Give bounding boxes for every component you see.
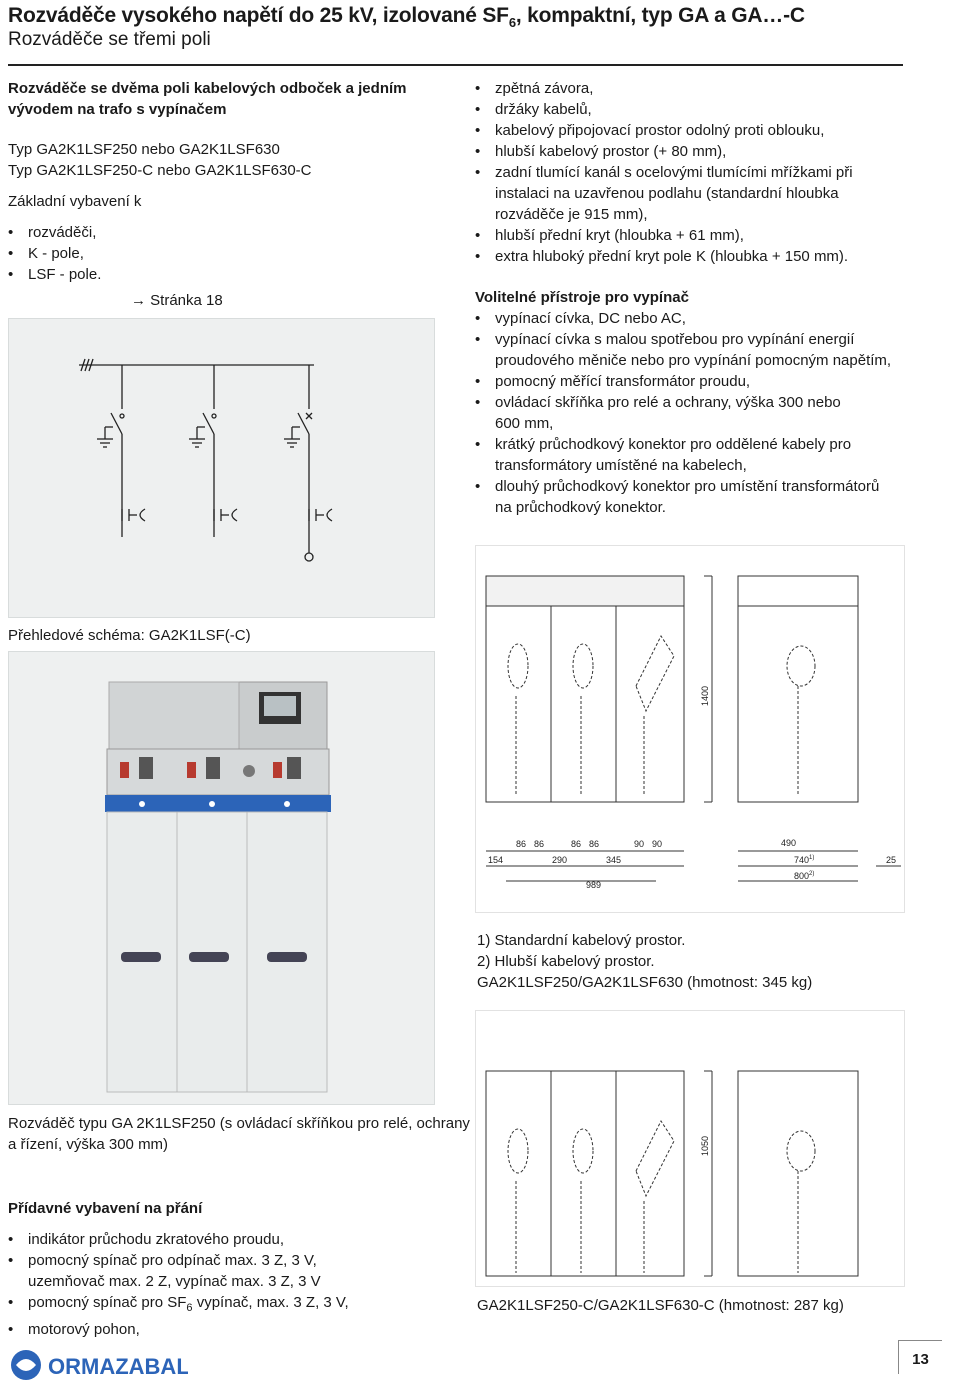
list-item: krátký průchodkový konektor pro oddělené… (475, 434, 891, 476)
ormazabal-logo: ORMAZABAL (11, 1350, 190, 1380)
dimension-label: 86 (589, 839, 599, 849)
dimension-label: 154 (488, 855, 503, 865)
page-subtitle: Rozváděče se třemi poli (8, 29, 211, 50)
extra-equipment-section: Přídavné vybavení na přání indikátor prů… (8, 1198, 349, 1340)
type-line-1: Typ GA2K1LSF250 nebo GA2K1LSF630 (8, 141, 280, 158)
note-1: 1) Standardní kabelový prostor. (477, 932, 686, 949)
drawing-notes: 1) Standardní kabelový prostor. 2) Hlubš… (477, 930, 812, 993)
dimension-label: 345 (606, 855, 621, 865)
list-item: vypínací cívka, DC nebo AC, (475, 308, 891, 329)
list-item: K - pole, (8, 243, 406, 264)
drawing-1-panel: 86 86 86 86 90 90 154 290 345 989 490 74… (475, 545, 905, 913)
dimension-drawing-2: 1050 (485, 1070, 859, 1277)
section-heading: Rozváděče se dvěma poli kabelových odboč… (8, 80, 407, 97)
list-item: hlubší přední kryt (hloubka + 61 mm), (475, 225, 891, 246)
list-item: LSF - pole. (8, 264, 406, 285)
photo-caption-line1: Rozváděč typu GA 2K1LSF250 (s ovládací s… (8, 1115, 470, 1132)
dimension-label: 86 (516, 839, 526, 849)
dimension-label: 90 (652, 839, 662, 849)
list-item: extra hluboký přední kryt pole K (hloubk… (475, 246, 891, 267)
list-item: zpětná závora, (475, 78, 891, 99)
schematic-panel (8, 318, 435, 618)
header-rule (8, 64, 903, 66)
list-item: dlouhý průchodkový konektor pro umístění… (475, 476, 891, 518)
dimension-label: 8002) (794, 871, 814, 881)
dimension-label: 290 (552, 855, 567, 865)
dimension-label: 86 (534, 839, 544, 849)
dimension-label: 989 (586, 880, 601, 890)
list-item: hlubší kabelový prostor (+ 80 mm), (475, 141, 891, 162)
feature-list: zpětná závora, držáky kabelů, kabelový p… (475, 78, 891, 267)
dimension-label: 25 (886, 855, 896, 865)
photo-caption-line2: a řízení, výška 300 mm) (8, 1136, 169, 1153)
optional-list: vypínací cívka, DC nebo AC, vypínací cív… (475, 308, 891, 518)
dimension-label: 1400 (700, 686, 710, 706)
list-item: držáky kabelů, (475, 99, 891, 120)
single-line-schematic (79, 358, 333, 562)
list-item: kabelový připojovací prostor odolný prot… (475, 120, 891, 141)
basic-list: rozváděči, K - pole, LSF - pole. (8, 222, 406, 285)
right-list-top: zpětná závora, držáky kabelů, kabelový p… (475, 78, 891, 518)
list-item: indikátor průchodu zkratového proudu, (8, 1229, 349, 1250)
list-item: zadní tlumící kanál s ocelovými tlumícím… (475, 162, 891, 225)
switchgear-photo (105, 681, 331, 1093)
photo-panel (8, 651, 435, 1105)
left-intro: Rozváděče se dvěma poli kabelových odboč… (8, 78, 406, 285)
drawing-1-caption: GA2K1LSF250/GA2K1LSF630 (hmotnost: 345 k… (477, 974, 813, 991)
list-item: pomocný spínač pro odpínač max. 3 Z, 3 V… (8, 1250, 349, 1292)
drawing-2-panel: 1050 (475, 1010, 905, 1287)
extra-heading: Přídavné vybavení na přání (8, 1200, 203, 1217)
dimension-label: 1050 (700, 1136, 710, 1156)
page-reference: → Stránka 18 (131, 292, 223, 309)
drawing-2-caption: GA2K1LSF250-C/GA2K1LSF630-C (hmotnost: 2… (477, 1297, 844, 1314)
list-item: motorový pohon, (8, 1319, 349, 1340)
list-item: rozváděči, (8, 222, 406, 243)
optional-heading: Volitelné přístroje pro vypínač (475, 289, 689, 306)
dimension-label: 490 (781, 838, 796, 848)
svg-text:ORMAZABAL: ORMAZABAL (48, 1354, 188, 1379)
dimension-label: 90 (634, 839, 644, 849)
page-title: Rozváděče vysokého napětí do 25 kV, izol… (8, 4, 805, 31)
list-item: pomocný spínač pro SF6 vypínač, max. 3 Z… (8, 1292, 349, 1319)
note-2: 2) Hlubší kabelový prostor. (477, 953, 655, 970)
section-heading-line2: vývodem na trafo s vypínačem (8, 101, 227, 118)
schematic-caption: Přehledové schéma: GA2K1LSF(-C) (8, 627, 251, 644)
list-item: ovládací skříňka pro relé a ochrany, výš… (475, 392, 891, 434)
brand-logo: ORMAZABAL (8, 1347, 190, 1388)
list-item: vypínací cívka s malou spotřebou pro vyp… (475, 329, 891, 371)
dimension-label: 7401) (794, 855, 814, 865)
dimension-label: 86 (571, 839, 581, 849)
page-number: 13 (898, 1340, 942, 1374)
extra-list: indikátor průchodu zkratového proudu, po… (8, 1229, 349, 1340)
type-line-2: Typ GA2K1LSF250-C nebo GA2K1LSF630-C (8, 162, 312, 179)
dimension-drawing-1: 86 86 86 86 90 90 154 290 345 989 490 74… (485, 575, 901, 890)
list-item: pomocný měřící transformátor proudu, (475, 371, 891, 392)
basic-label: Základní vybavení k (8, 193, 142, 210)
